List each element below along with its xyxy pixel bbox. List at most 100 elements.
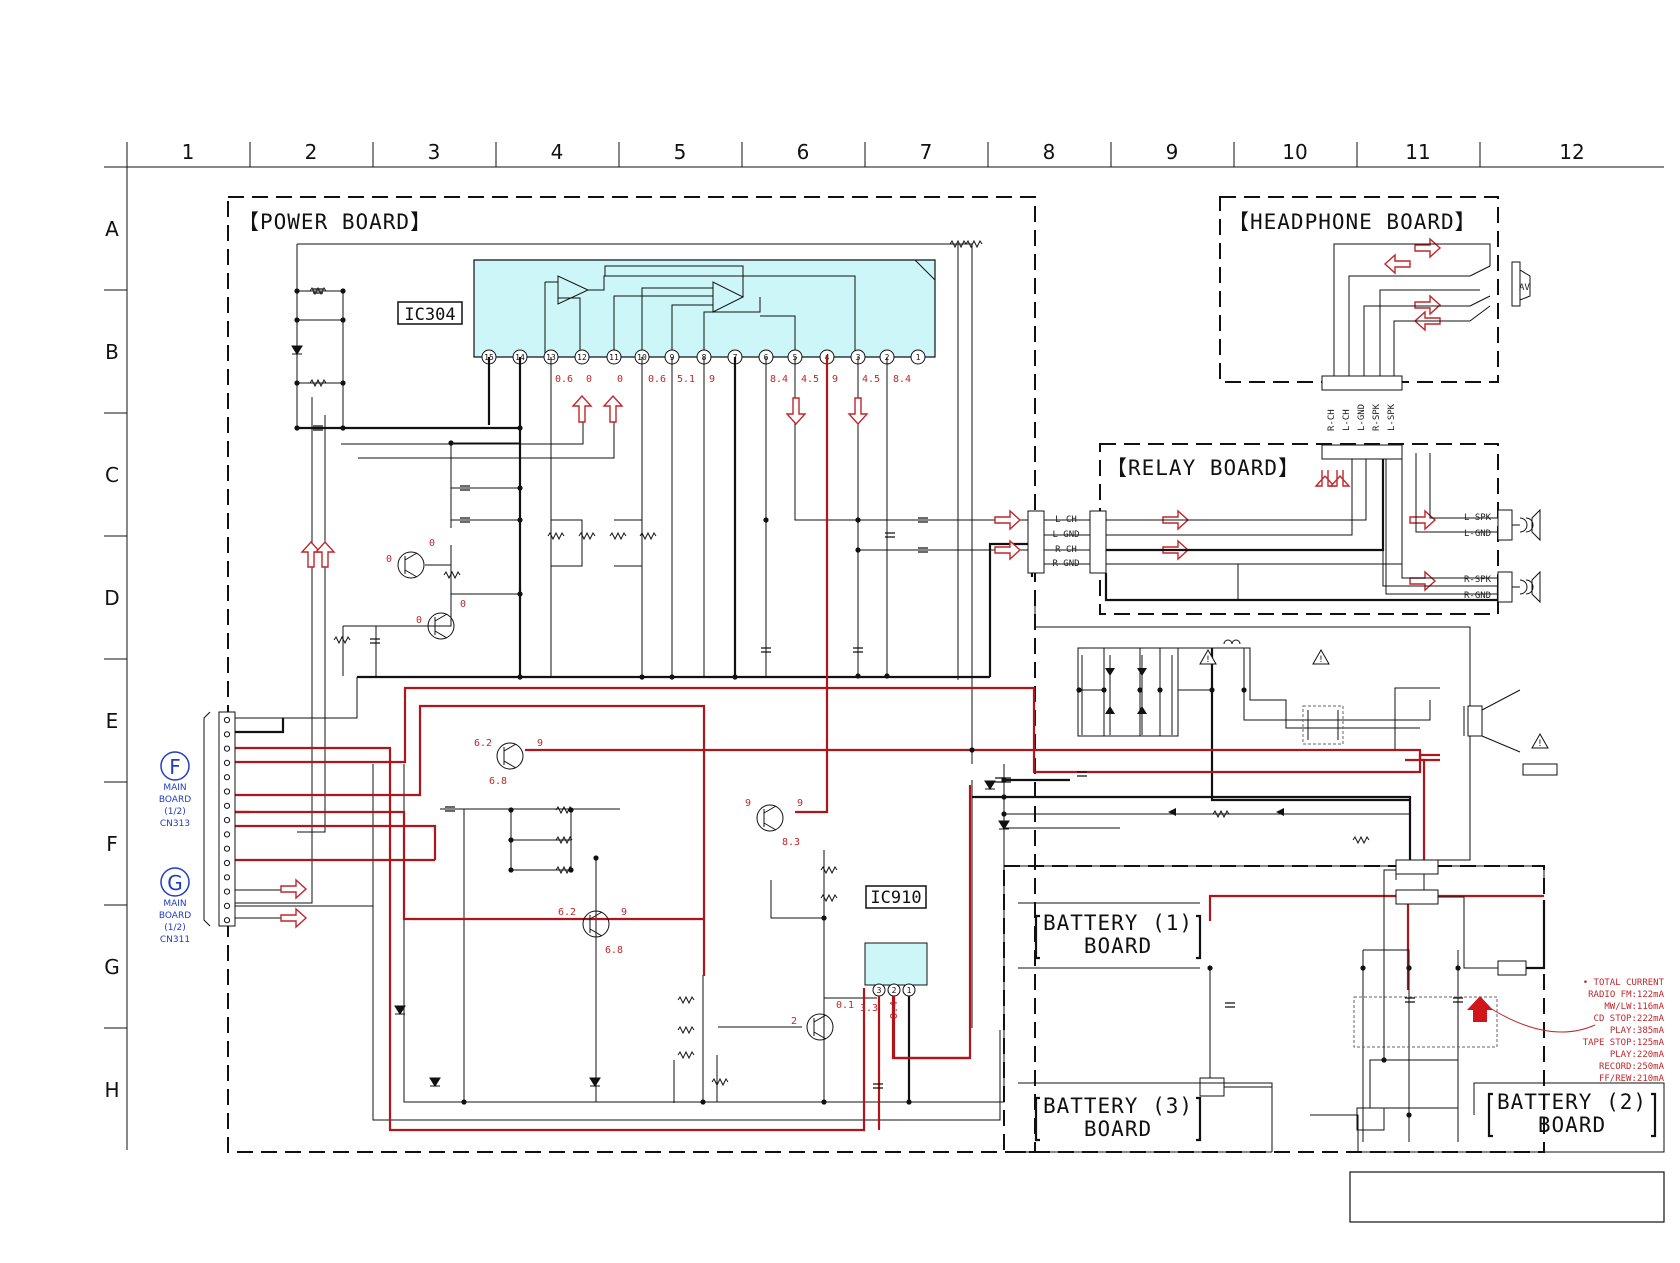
junction-dot xyxy=(1207,965,1213,971)
svg-text:MAIN: MAIN xyxy=(163,899,186,909)
svg-text:!: ! xyxy=(1205,655,1210,665)
junction-dot xyxy=(508,837,514,843)
resistor-symbol xyxy=(677,1025,695,1035)
resistor-symbol xyxy=(555,835,573,845)
junction-dot xyxy=(568,867,574,873)
relay-labels: L-CH L-GND R-CH R-GND L-SPK L-GND R-SPK … xyxy=(1052,403,1491,601)
junction-dot xyxy=(517,425,523,431)
transistors xyxy=(397,551,834,1041)
junction-dot xyxy=(517,485,523,491)
junction-dot xyxy=(517,674,523,680)
junction-dot xyxy=(1001,811,1007,817)
junction-dot xyxy=(1406,965,1412,971)
title-box xyxy=(1349,1171,1665,1223)
col-label: 1 xyxy=(182,140,195,164)
capacitor-symbol xyxy=(460,485,470,491)
ic304-voltage: 0.6 xyxy=(555,374,573,385)
svg-text:BOARD: BOARD xyxy=(159,795,191,805)
row-label: D xyxy=(104,586,119,610)
connector-pin xyxy=(223,888,231,895)
svg-text:• TOTAL CURRENT: • TOTAL CURRENT xyxy=(1583,978,1665,988)
junction-dot xyxy=(1001,794,1007,800)
svg-text:PLAY:385mA: PLAY:385mA xyxy=(1610,1026,1665,1036)
battery2-subtitle: BOARD xyxy=(1538,1113,1606,1137)
capacitor-symbol xyxy=(873,1083,883,1089)
svg-text:MAIN: MAIN xyxy=(163,783,186,793)
resistor-symbol xyxy=(677,995,695,1005)
connector-pin xyxy=(223,788,231,795)
ic304-label: IC304 xyxy=(404,305,455,325)
ic304-pin: 12 xyxy=(574,349,590,365)
svg-text:0: 0 xyxy=(416,615,422,626)
diode-symbol xyxy=(984,780,996,790)
junction-dot xyxy=(1455,965,1461,971)
junction-dot xyxy=(340,380,346,386)
resistor-symbol xyxy=(309,286,327,296)
ref-F: F MAIN BOARD (1/2) CN313 xyxy=(159,751,191,829)
svg-text:L-GND: L-GND xyxy=(1052,530,1079,540)
junction-dot xyxy=(508,807,514,813)
col-label: 12 xyxy=(1559,140,1584,164)
av-label: AV xyxy=(1519,283,1530,293)
junction-dot xyxy=(906,1099,912,1105)
junction-dot xyxy=(517,517,523,523)
col-label: 2 xyxy=(305,140,318,164)
diode-symbol xyxy=(589,1077,601,1087)
capacitor-symbol xyxy=(761,647,771,653)
junction-dot xyxy=(855,547,861,553)
junction-dot xyxy=(1157,687,1163,693)
diode-symbol xyxy=(394,1005,406,1015)
junction-dot xyxy=(1001,777,1007,783)
junction-dot xyxy=(884,673,890,679)
row-label: H xyxy=(104,1078,119,1102)
battery2-title: BATTERY (2) xyxy=(1497,1090,1647,1114)
resistor-symbol xyxy=(820,893,838,903)
row-label: A xyxy=(105,217,119,241)
svg-text:L-CH: L-CH xyxy=(1342,409,1352,431)
junction-dot xyxy=(821,1099,827,1105)
svg-text:(1/2): (1/2) xyxy=(164,923,186,933)
diode-symbol xyxy=(291,345,303,355)
svg-text:R-CH: R-CH xyxy=(1055,545,1077,555)
svg-text:1: 1 xyxy=(916,353,921,362)
junction-dot xyxy=(517,591,523,597)
col-label: 5 xyxy=(674,140,687,164)
ic304-voltage: 8.4 xyxy=(770,374,788,385)
junction-dot xyxy=(294,380,300,386)
resistor-symbol xyxy=(547,531,565,541)
power-board-wiring xyxy=(227,243,1545,1121)
capacitor-symbol xyxy=(1225,1002,1235,1008)
capacitor-symbol xyxy=(313,288,323,294)
diode-symbol xyxy=(998,820,1010,830)
capacitor-symbol xyxy=(313,425,323,431)
junction-dot xyxy=(1101,687,1107,693)
battery3-title: BATTERY (3) xyxy=(1043,1094,1193,1118)
svg-text:0.1: 0.1 xyxy=(836,1000,854,1011)
svg-text:3: 3 xyxy=(877,986,882,995)
connector-pin xyxy=(223,917,231,924)
svg-text:R-SPK: R-SPK xyxy=(1372,403,1382,431)
col-label: 7 xyxy=(920,140,933,164)
relay-board xyxy=(1027,375,1541,604)
ic304-voltage: 8.4 xyxy=(893,374,911,385)
junction-dot xyxy=(593,855,599,861)
resistor-symbol xyxy=(949,239,967,249)
junction-dot xyxy=(1209,687,1215,693)
connector-pin xyxy=(223,874,231,881)
connector-pin xyxy=(223,774,231,781)
ref-G-letter: G xyxy=(167,871,183,895)
junction-dot xyxy=(1360,965,1366,971)
capacitor-symbol xyxy=(1405,997,1415,1003)
svg-text:MW/LW:116mA: MW/LW:116mA xyxy=(1604,1002,1664,1012)
ic304-voltage: 5.1 xyxy=(677,374,695,385)
capacitor-symbol xyxy=(918,517,928,523)
battery1-subtitle: BOARD xyxy=(1084,934,1152,958)
svg-text:L-GND: L-GND xyxy=(1357,404,1367,431)
resistor-symbol xyxy=(711,1077,729,1087)
ic304-voltage: 4.5 xyxy=(862,374,880,385)
svg-text:L-CH: L-CH xyxy=(1055,515,1077,525)
col-label: 9 xyxy=(1166,140,1179,164)
signal-arrows xyxy=(280,237,1596,1033)
ic304-voltage: 4.5 xyxy=(801,374,819,385)
row-label: C xyxy=(105,463,119,487)
